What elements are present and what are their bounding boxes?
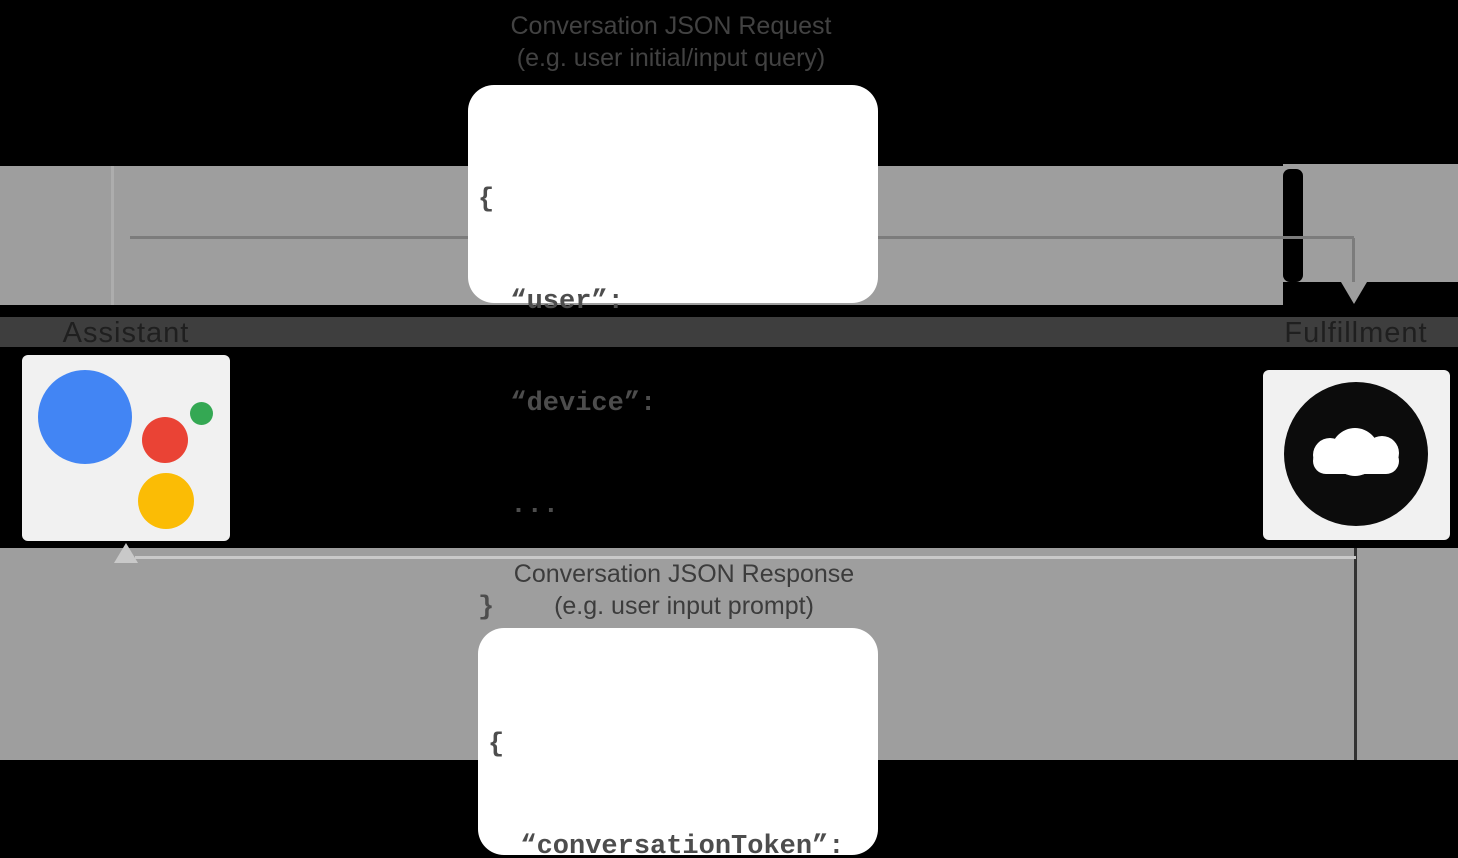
response-arrowhead-up-icon [114,543,138,563]
request-arrowhead-down-icon [1341,282,1367,304]
request-flow-band-right [1283,164,1458,282]
request-json-box: { “user”: “device”: ... } [468,85,878,623]
cloud-icon [1284,382,1428,526]
response-caption-line1: Conversation JSON Response [513,560,855,588]
response-caption: Conversation JSON Response (e.g. user in… [474,558,894,622]
code-line: { [488,730,505,760]
request-flow-band-seam [111,166,114,305]
request-flow-band-notch [1283,169,1303,282]
assistant-logo-yellow-circle [138,473,194,529]
response-caption-line2: (e.g. user input prompt) [554,592,814,620]
request-json-code: { “user”: “device”: ... } [478,115,656,693]
response-flow-band-seam [1354,548,1357,760]
request-caption-line1: Conversation JSON Request [510,12,832,40]
code-line: } [478,593,495,623]
assistant-logo-blue-circle [38,370,132,464]
code-line: “user”: [478,287,624,317]
cloud-glyph-part [1313,448,1399,474]
cloud-glyph [1313,428,1399,476]
assistant-logo-green-circle [190,402,213,425]
request-caption: Conversation JSON Request (e.g. user ini… [461,10,881,74]
fulfillment-card [1263,370,1450,540]
code-line: “device”: [478,389,657,419]
code-line: ... [478,491,560,521]
code-line: “conversationToken”: [488,832,845,858]
assistant-card [22,355,230,541]
actor-label-band [0,317,1458,347]
response-json-code: { “conversationToken”: “userStorage”: ..… [488,660,844,858]
response-json-box: { “conversationToken”: “userStorage”: ..… [478,628,878,858]
assistant-logo-red-circle [142,417,188,463]
code-line: { [478,185,495,215]
response-arrow-line [135,556,1356,559]
request-arrow-line-vertical [1352,238,1355,284]
fulfillment-label: Fulfillment [1284,317,1428,349]
request-caption-line2: (e.g. user initial/input query) [516,44,826,72]
assistant-label: Assistant [62,317,190,349]
